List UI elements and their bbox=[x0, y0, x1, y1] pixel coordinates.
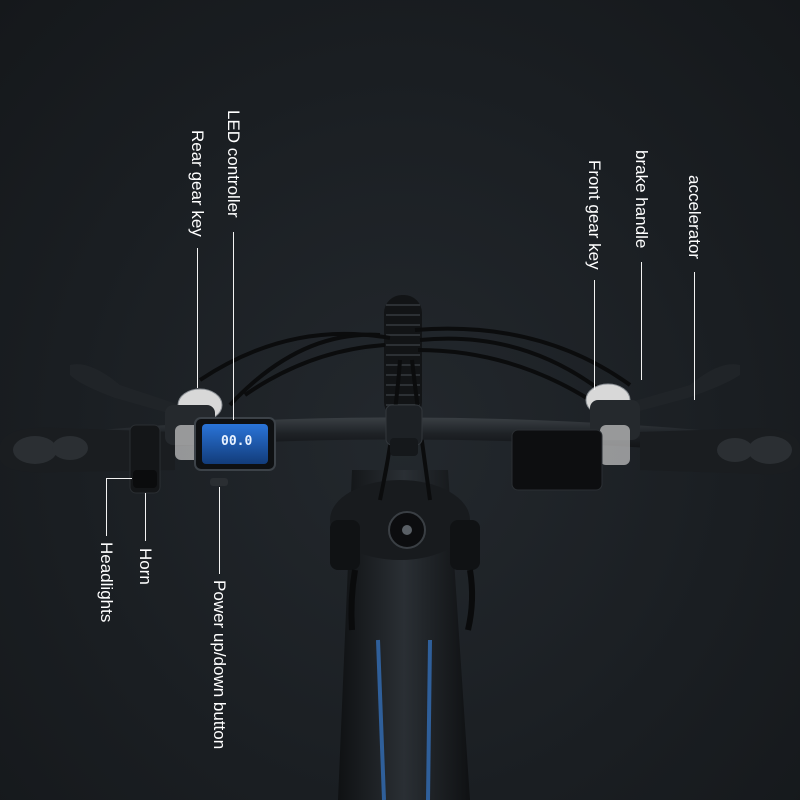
front-tire bbox=[384, 295, 422, 420]
label-front-gear-key: Front gear key bbox=[585, 160, 604, 270]
display-speed-readout: 00.0 bbox=[221, 434, 253, 449]
brake-caliper-right bbox=[450, 520, 480, 570]
label-headlights: Headlights bbox=[97, 542, 116, 623]
label-power-button: Power up/down button bbox=[210, 580, 229, 750]
callout-line-power-button bbox=[219, 487, 220, 574]
right-brake-lever bbox=[620, 364, 740, 415]
phone-holder bbox=[511, 429, 603, 491]
callout-line-headlights bbox=[106, 478, 107, 536]
power-button bbox=[210, 478, 228, 486]
brake-caliper-left bbox=[330, 520, 360, 570]
label-led-controller: LED controller bbox=[224, 110, 243, 218]
callout-line-accelerator bbox=[694, 272, 695, 400]
callout-line-front-gear-key bbox=[594, 280, 595, 390]
callout-line-headlights-tick bbox=[106, 478, 132, 479]
label-horn: Horn bbox=[136, 548, 155, 585]
callout-line-horn bbox=[145, 493, 146, 541]
led-screen bbox=[202, 424, 268, 464]
label-accelerator: accelerator bbox=[685, 175, 704, 260]
callout-line-led-controller bbox=[233, 232, 234, 420]
frame-accent-stripe bbox=[376, 639, 386, 800]
callout-line-rear-gear-key bbox=[197, 248, 198, 388]
label-rear-gear-key: Rear gear key bbox=[188, 130, 207, 237]
label-brake-handle: brake handle bbox=[632, 150, 651, 249]
left-brake-lever bbox=[70, 364, 180, 415]
callout-line-brake-handle bbox=[641, 262, 642, 380]
frame-accent-stripe bbox=[426, 639, 432, 800]
